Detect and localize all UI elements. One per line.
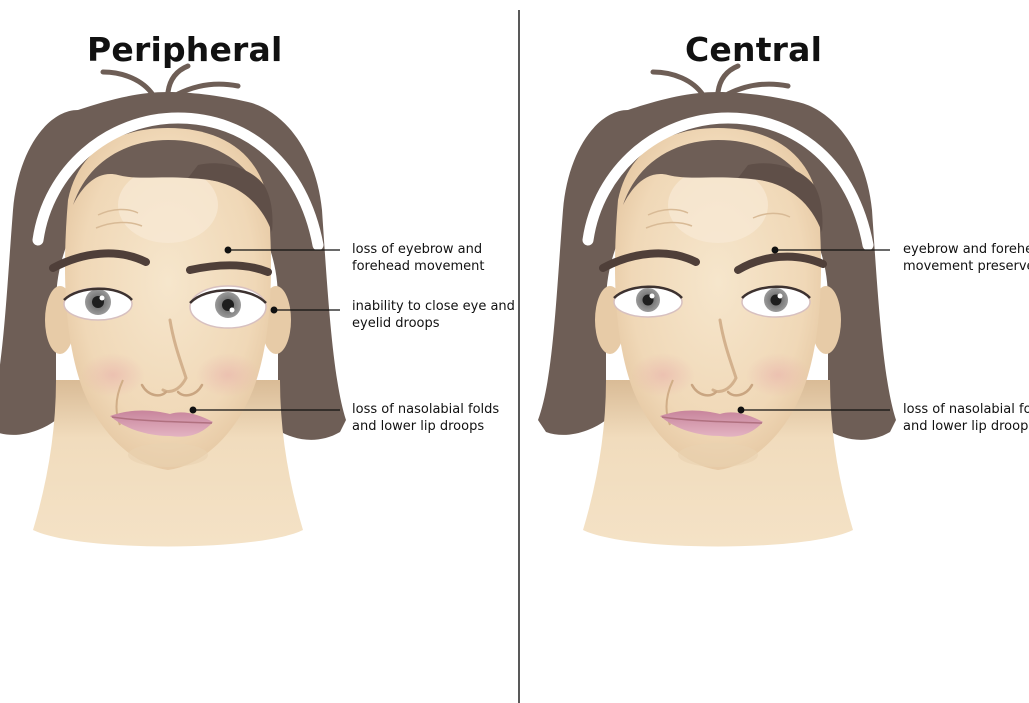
annotation-peripheral-eye: inability to close eye and eyelid droops <box>352 298 515 332</box>
panel-title-central: Central <box>685 30 822 69</box>
annotation-line: movement preserved <box>903 258 1029 275</box>
annotation-line: loss of nasolabial folds <box>903 401 1029 418</box>
annotation-line: loss of eyebrow and <box>352 241 484 258</box>
face-central <box>538 66 896 547</box>
leader-dot-lip <box>190 407 196 413</box>
annotation-peripheral-forehead: loss of eyebrow and forehead movement <box>352 241 484 275</box>
annotation-peripheral-lip: loss of nasolabial folds and lower lip d… <box>352 401 499 435</box>
annotation-line: loss of nasolabial folds <box>352 401 499 418</box>
leader-dot-forehead <box>772 247 778 253</box>
leader-dot-forehead <box>225 247 231 253</box>
annotation-line: and lower lip droops <box>903 418 1029 435</box>
annotation-line: forehead movement <box>352 258 484 275</box>
annotation-central-forehead: eyebrow and forehead movement preserved <box>903 241 1029 275</box>
leader-dot-lip <box>738 407 744 413</box>
annotation-central-lip: loss of nasolabial folds and lower lip d… <box>903 401 1029 435</box>
face-peripheral <box>0 66 346 547</box>
annotation-line: and lower lip droops <box>352 418 499 435</box>
annotation-line: eyelid droops <box>352 315 515 332</box>
annotation-line: eyebrow and forehead <box>903 241 1029 258</box>
annotation-line: inability to close eye and <box>352 298 515 315</box>
leader-dot-eye <box>271 307 277 313</box>
panel-title-peripheral: Peripheral <box>87 30 283 69</box>
